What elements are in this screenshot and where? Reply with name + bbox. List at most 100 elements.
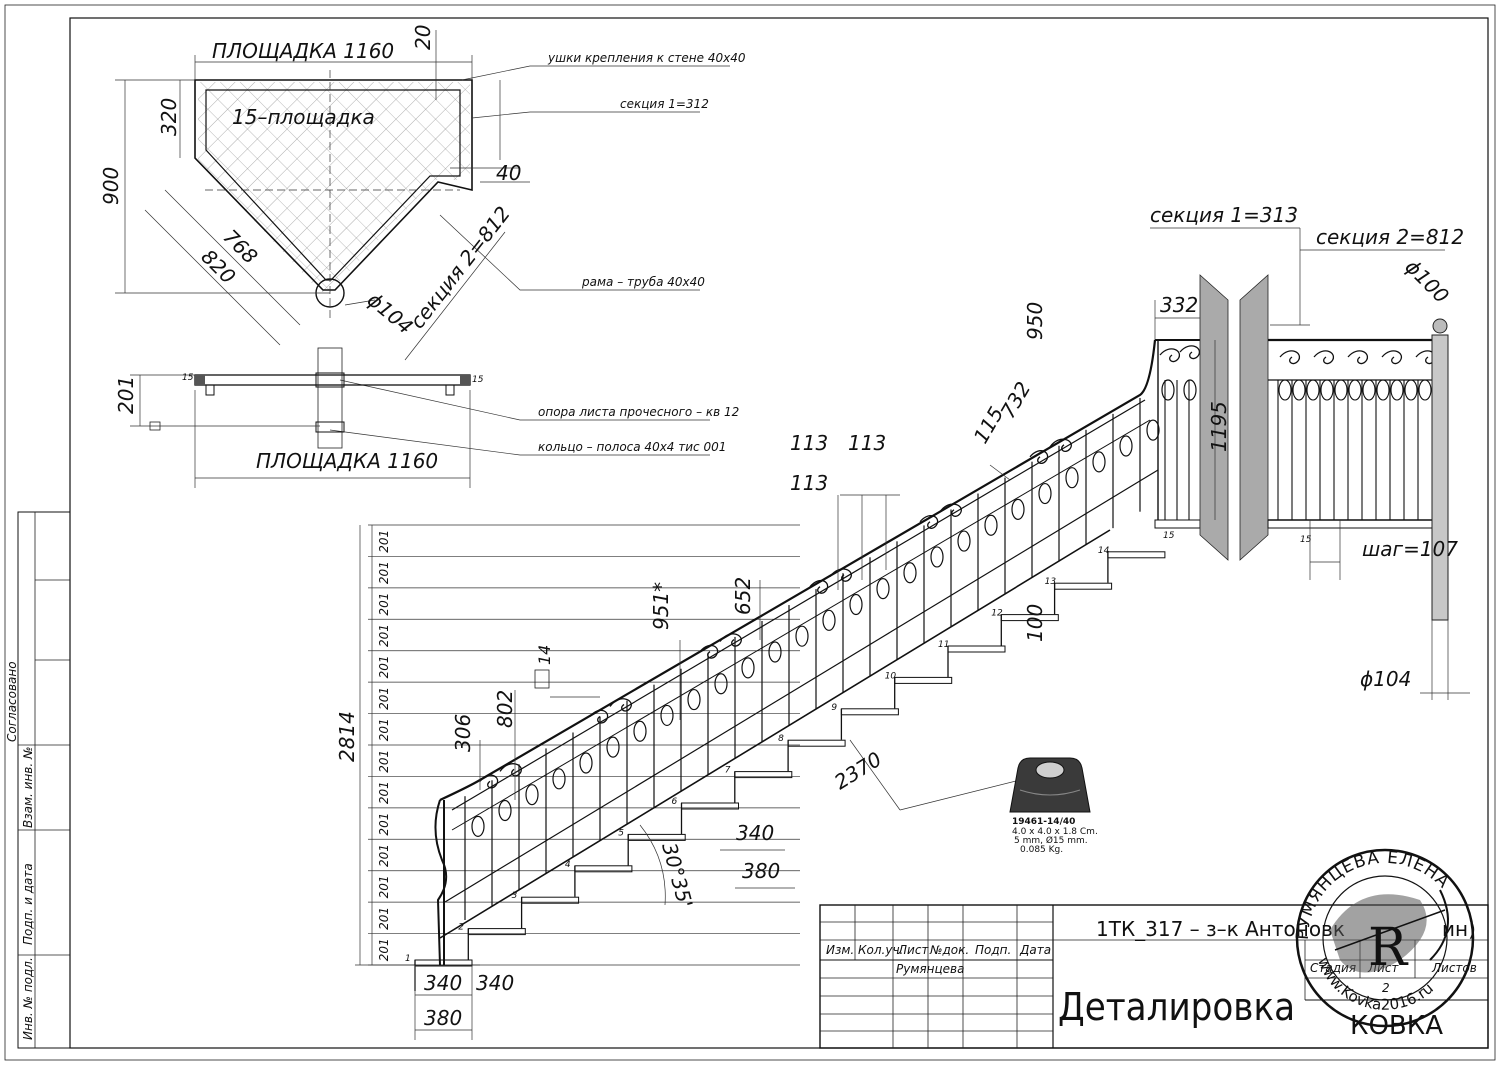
label-section2: секция 2=812: [1316, 225, 1464, 249]
dim-pitch: шаг=107: [1362, 537, 1458, 561]
ring-ornament: [903, 562, 917, 584]
dim-113-b: 113: [848, 431, 886, 455]
ring-ornament: [471, 815, 485, 837]
dim-332: 332: [1160, 293, 1198, 317]
ring-ornament: [1011, 498, 1025, 520]
ring-ornament: [1348, 379, 1362, 401]
side-agreed: Согласовано: [5, 661, 19, 742]
step-tag-15-a: 15: [1163, 531, 1175, 541]
dim-652: 652: [731, 577, 755, 615]
step-tag-15-b: 15: [1300, 535, 1312, 545]
scroll-ornament: [1313, 350, 1335, 365]
stamp-monogram: R: [1368, 918, 1409, 978]
step-number: 14: [1098, 546, 1110, 556]
part-spec-1: 4.0 x 4.0 x 1.8 Cm.: [1012, 827, 1098, 837]
ring-ornament: [849, 593, 863, 616]
dim-riser: 201: [377, 907, 391, 930]
stair-tread: [947, 645, 1006, 653]
scroll-ornament: [1159, 345, 1201, 363]
dim-340-mid: 340: [736, 821, 774, 845]
dim-20: 20: [411, 25, 435, 50]
scroll-ornament: [1029, 438, 1072, 464]
ring-ornament: [795, 625, 809, 647]
dim-riser: 201: [377, 530, 391, 553]
dim-340-bottom-b: 340: [476, 971, 514, 995]
ring-ornament: [552, 768, 566, 790]
title-col-header: Дата: [1019, 943, 1051, 957]
note-section1: секция 1=312: [620, 97, 709, 111]
scroll-ornament: [919, 503, 962, 529]
step-number: 10: [885, 671, 897, 681]
dim-380-bottom: 380: [424, 1006, 462, 1030]
note-wall-lugs: ушки крепления к стене 40х40: [547, 51, 746, 65]
dim-riser: 201: [377, 593, 391, 616]
ring-ornament: [957, 530, 971, 552]
ring-ornament: [1334, 379, 1348, 401]
step-number: 1: [405, 954, 411, 964]
title-col-header: Изм.: [826, 943, 854, 957]
scroll-ornament: [479, 763, 522, 789]
title-col-header: Лист: [897, 943, 929, 957]
dim-113-c: 113: [790, 471, 828, 495]
dim-320: 320: [157, 98, 181, 136]
title-doc: Деталировка: [1058, 985, 1295, 1029]
step-number: 4: [565, 860, 571, 870]
scroll-ornament: [1279, 350, 1301, 365]
dim-riser: 201: [377, 813, 391, 836]
ring-ornament: [714, 673, 728, 695]
step-number: 12: [991, 609, 1003, 619]
ring-ornament: [1092, 451, 1106, 473]
dim-riser: 201: [377, 718, 391, 741]
dim-section2: секция 2=812: [405, 202, 515, 333]
part-code: 19461-14/40: [1012, 817, 1075, 827]
ring-ornament: [1038, 482, 1052, 505]
ring-ornament: [660, 704, 674, 727]
scroll-ornament: [589, 698, 632, 724]
title-sheet-num: 2: [1382, 981, 1390, 995]
scroll-ornament: [1347, 350, 1369, 365]
dim-951: 951*: [649, 582, 673, 630]
scroll-ornament: [699, 633, 742, 659]
step-number: 9: [831, 703, 837, 713]
dim-riser: 201: [377, 938, 391, 961]
step-number: 2: [458, 923, 464, 933]
scroll-ornament: [809, 568, 852, 594]
ring-ornament: [1161, 379, 1175, 401]
ring-ornament: [1278, 379, 1292, 401]
ring-ornament: [1418, 379, 1432, 401]
dim-riser: 201: [377, 876, 391, 899]
title-col-header: Подп.: [975, 943, 1011, 957]
dim-riser: 201: [377, 656, 391, 679]
ring-ornament: [579, 752, 593, 774]
dim-d100: ϕ100: [1400, 255, 1453, 308]
ring-ornament: [1404, 379, 1418, 401]
label-section1: секция 1=313: [1150, 203, 1298, 227]
step-number: 8: [778, 734, 784, 744]
title-author: Румянцева: [896, 962, 964, 976]
dim-d104-post: ϕ104: [1360, 667, 1411, 691]
ring-ornament: [930, 546, 944, 568]
dim-riser: 201: [377, 844, 391, 867]
dim-2370: 2370: [830, 747, 886, 794]
dim-total-height: 2814: [335, 711, 359, 762]
ring-ornament: [1390, 379, 1404, 401]
stair-geometry: [355, 227, 1470, 1040]
dim-40: 40: [496, 161, 521, 185]
step-number: 13: [1045, 577, 1057, 587]
dim-riser: 201: [377, 750, 391, 773]
platform-section: [130, 347, 471, 488]
step-number: 11: [938, 640, 949, 650]
side-inv-repl: Взам. инв. №: [21, 747, 35, 828]
ring-ornament: [1065, 467, 1079, 489]
ring-ornament: [606, 736, 620, 758]
dim-riser: 201: [377, 561, 391, 584]
scroll-ornament: [1381, 350, 1403, 365]
dim-950: 950: [1023, 302, 1047, 340]
ring-ornament: [1376, 379, 1390, 401]
ring-ornament: [1183, 379, 1197, 401]
platform-label: 15–площадка: [232, 105, 375, 129]
base-plate-illustration: [1009, 757, 1091, 813]
step-number: 5: [618, 828, 624, 838]
dim-riser: 201: [377, 687, 391, 710]
part-spec-3: 0.085 Kg.: [1020, 845, 1063, 855]
